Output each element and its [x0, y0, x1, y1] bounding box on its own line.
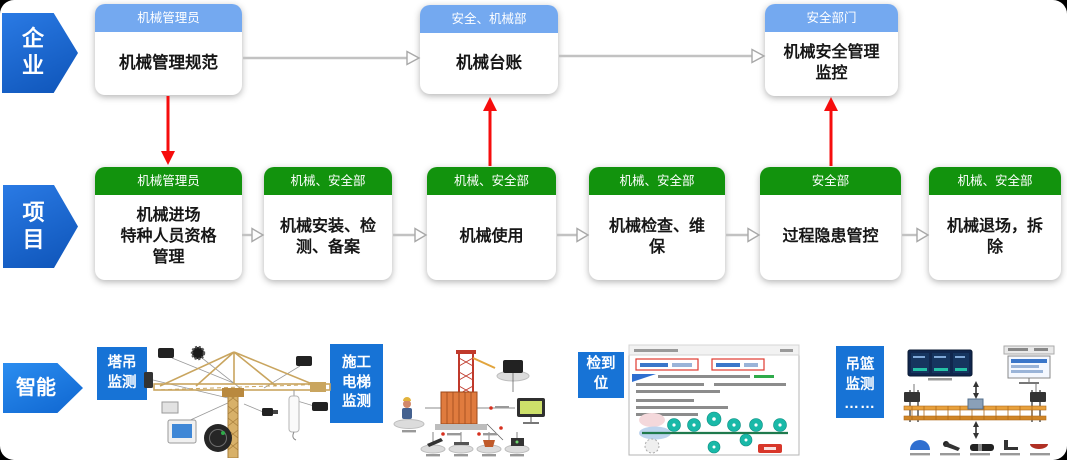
box-title: 过程隐患管控 — [782, 228, 879, 246]
dept-label: 安全部 — [760, 167, 901, 195]
dept-label: 机械、安全部 — [264, 167, 392, 195]
construction-elevator-illustration — [393, 350, 545, 457]
worker-figure — [402, 397, 412, 419]
red-arrow-spec-to-entry — [161, 96, 175, 165]
flow-box-hazard-control: 安全部 过程隐患管控 — [760, 167, 901, 280]
inspection-software-screenshot — [628, 344, 800, 456]
box-title: 机械安装、检 测、备案 — [279, 217, 376, 256]
software-highlight-fields — [635, 358, 765, 371]
basket-label-bars — [910, 453, 1050, 456]
flow-arrow-p3-p4 — [557, 227, 590, 243]
elevator-label-bars — [402, 406, 524, 457]
basket-devices — [910, 440, 1048, 451]
dept-label: 安全部门 — [765, 4, 898, 32]
smart-label-inspection: 检到 位 — [578, 352, 624, 398]
smart-label-ellipsis: …… — [844, 394, 876, 412]
flow-box-install-inspect-record: 机械、安全部 机械安装、检 测、备案 — [264, 167, 392, 280]
smart-label-text: 施工 电梯 监测 — [342, 355, 371, 411]
flow-box-machinery-spec: 机械管理员 机械管理规范 — [95, 4, 242, 95]
flow-box-check-maintenance: 机械、安全部 机械检查、维 保 — [589, 167, 725, 280]
lane-badge-smart: 智能 — [3, 363, 83, 413]
box-title: 机械使用 — [459, 228, 524, 246]
basket-dashboard-panels — [911, 353, 969, 373]
software-node-glyphs — [672, 417, 782, 449]
lane-badge-project: 项 目 — [3, 185, 78, 268]
flow-arrow-ledger-to-monitoring — [559, 48, 766, 64]
flow-box-machinery-use: 机械、安全部 机械使用 — [427, 167, 556, 280]
flow-box-safety-monitoring: 安全部门 机械安全管理 监控 — [765, 4, 898, 96]
flow-box-machinery-entry: 机械管理员 机械进场 特种人员资格 管理 — [95, 167, 242, 280]
flow-arrow-p5-p6 — [902, 227, 930, 243]
basket-link-arrows — [973, 381, 979, 439]
smart-label-tower-crane: 塔吊 监测 — [97, 347, 147, 400]
flow-arrow-p4-p5 — [726, 227, 761, 243]
flow-arrow-spec-to-ledger — [243, 50, 421, 66]
flow-arrow-p1-p2 — [242, 227, 265, 243]
basket-control-panel — [1003, 345, 1055, 384]
dept-label: 机械、安全部 — [929, 167, 1061, 195]
dept-label: 机械管理员 — [95, 4, 242, 32]
basket-platform — [903, 384, 1047, 422]
box-title: 机械管理规范 — [119, 53, 218, 72]
box-title: 机械退场，拆 除 — [946, 217, 1043, 256]
smart-label-basket: 吊篮 监测 …… — [836, 346, 884, 418]
smart-label-text: 检到 位 — [586, 356, 616, 392]
box-title: 机械安全管理 监控 — [783, 44, 880, 82]
red-arrow-hazard-to-monitoring — [824, 97, 838, 166]
lane-badge-enterprise: 企 业 — [2, 13, 78, 93]
tower-crane-illustration — [144, 345, 331, 458]
crane-sensor-devices — [144, 345, 328, 452]
dept-label: 机械、安全部 — [589, 167, 725, 195]
dept-label: 机械、安全部 — [427, 167, 556, 195]
box-title: 机械台账 — [456, 53, 522, 72]
box-title: 机械进场 特种人员资格 管理 — [120, 207, 217, 266]
software-text-bars — [636, 375, 786, 416]
dept-label: 机械管理员 — [95, 167, 242, 195]
smart-label-elevator: 施工 电梯 监测 — [330, 344, 383, 423]
suspended-platform-illustration — [903, 345, 1055, 456]
smart-label-text: 吊篮 监测 — [845, 357, 875, 393]
elevator-status-dots — [441, 406, 503, 436]
dept-label: 安全、机械部 — [420, 5, 558, 33]
flow-box-exit-dismantle: 机械、安全部 机械退场，拆 除 — [929, 167, 1061, 280]
flow-box-machinery-ledger: 安全、机械部 机械台账 — [420, 5, 558, 94]
smart-label-text: 塔吊 监测 — [107, 354, 137, 391]
box-title: 机械检查、维 保 — [608, 217, 705, 256]
elevator-ground-devices — [427, 438, 524, 447]
flow-arrow-p2-p3 — [393, 227, 428, 243]
red-arrow-use-to-ledger — [483, 97, 497, 166]
